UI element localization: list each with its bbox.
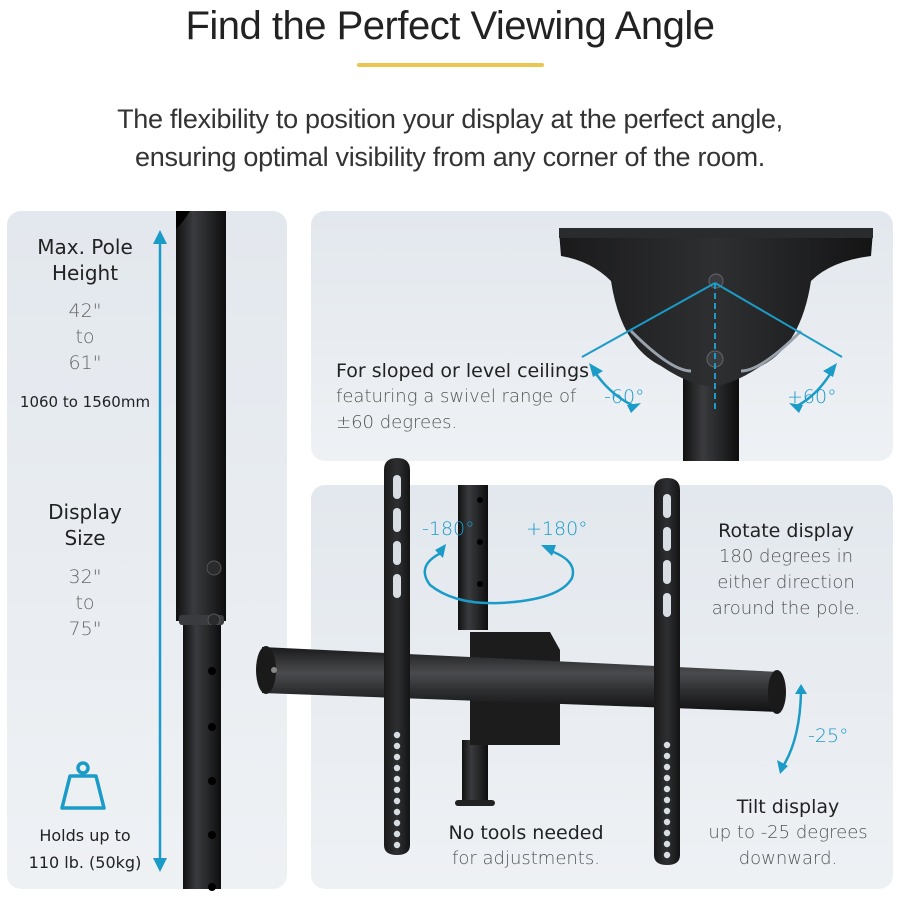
swivel-body-line-2: ±60 degrees. [336,412,458,433]
rotate-right-angle: +180° [526,518,588,540]
rotate-body-line-3: around the pole. [711,598,861,619]
rotate-feature: Rotate display 180 degrees in either dir… [700,518,872,622]
tools-body: for adjustments. [452,848,600,869]
page-title: Find the Perfect Viewing Angle [185,4,715,48]
weight-line-1: Holds up to [39,826,131,845]
pole-height-label-line-1: Max. Pole [37,235,133,259]
pole-height-label: Max. Pole Height [10,234,160,286]
swivel-title: For sloped or level ceilings [336,360,590,382]
swivel-right-angle: +60° [787,386,837,408]
rotate-body-line-1: 180 degrees in [718,546,854,567]
tilt-angle: -25° [808,725,849,747]
display-size-min: 32" [68,566,102,588]
subtitle-line-2: ensuring optimal visibility from any cor… [135,142,765,172]
ceiling-bracket-illustration [559,228,873,461]
weight-capacity: Holds up to 110 lb. (50kg) [10,822,160,876]
title-underline [357,63,544,67]
display-size-label: Display Size [10,499,160,551]
rotate-body-line-2: either direction [717,572,855,593]
tilt-feature: Tilt display up to -25 degrees downward. [690,794,886,872]
pole-height-max: 61" [68,352,102,374]
swivel-feature: For sloped or level ceilings featuring a… [336,358,589,436]
pole-height-min: 42" [68,300,102,322]
swivel-body-line-1: featuring a swivel range of [336,386,577,407]
tilt-title: Tilt display [736,796,840,818]
specs-panel [7,211,287,889]
display-size-sep: to [75,592,95,614]
pole-height-mm: 1060 to 1560mm [19,393,151,411]
tools-feature: No tools needed for adjustments. [430,820,622,872]
weight-icon [60,761,106,810]
tools-title: No tools needed [448,822,604,844]
height-arrow [153,230,167,872]
tilt-body-line-2: downward. [738,848,838,869]
subtitle-line-1: The flexibility to position your display… [117,104,783,134]
swivel-left-angle: -60° [604,386,645,408]
rotate-title: Rotate display [718,520,854,542]
pole-height-range: 42" to 61" [10,298,160,376]
rotate-left-angle: -180° [422,518,475,540]
tilt-body-line-1: up to -25 degrees [708,822,868,843]
weight-line-2: 110 lb. (50kg) [28,853,142,872]
display-size-range: 32" to 75" [10,564,160,642]
display-size-label-line-2: Size [64,526,106,550]
pole-height-label-line-2: Height [51,261,119,285]
page-subtitle: The flexibility to position your display… [0,100,900,176]
pole-height-sep: to [75,326,95,348]
display-size-max: 75" [68,618,102,640]
display-size-label-line-1: Display [48,500,122,524]
